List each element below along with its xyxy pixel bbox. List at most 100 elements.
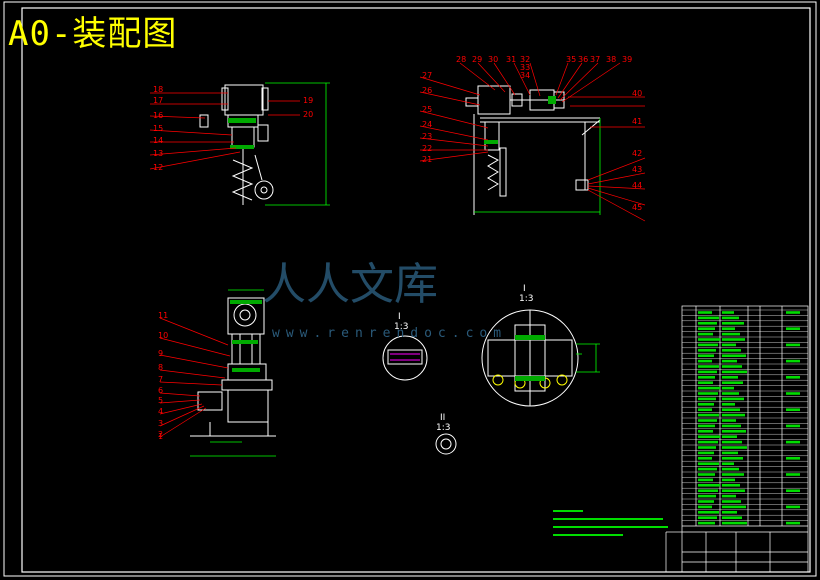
parts-list-cell-name bbox=[698, 419, 717, 422]
parts-list-cell-name bbox=[698, 489, 718, 492]
view-top-left-leaders bbox=[149, 92, 300, 170]
parts-list-cell-note bbox=[786, 457, 800, 460]
detail-view-large bbox=[481, 309, 579, 407]
parts-list-cell-material bbox=[722, 349, 741, 352]
view-bottom-left bbox=[190, 297, 276, 437]
parts-list-cell-name bbox=[698, 354, 714, 357]
detail-label-1: I bbox=[398, 312, 401, 322]
parts-list-cell-material bbox=[722, 322, 744, 325]
parts-list-cell-note bbox=[786, 376, 800, 379]
part-number-3: 3 bbox=[158, 419, 163, 428]
part-number-15: 15 bbox=[153, 124, 163, 133]
parts-list-cell-note bbox=[786, 473, 800, 476]
parts-list-cell-material bbox=[722, 376, 738, 379]
parts-list-cell-note bbox=[786, 359, 800, 363]
part-number-42: 42 bbox=[632, 149, 642, 158]
detail-label-3: I bbox=[523, 284, 526, 294]
parts-list-rows bbox=[682, 309, 808, 521]
parts-list-cell-name bbox=[698, 494, 716, 498]
parts-list-cell-name bbox=[698, 359, 712, 363]
part-number-20: 20 bbox=[303, 110, 313, 119]
view-top-right-leaders bbox=[419, 62, 646, 222]
watermark-url: www.renrendoc.com bbox=[272, 326, 508, 341]
parts-list-cell-material bbox=[722, 424, 741, 428]
part-number-8: 8 bbox=[158, 363, 163, 372]
part-number-28: 28 bbox=[456, 55, 466, 64]
outer-frame bbox=[3, 1, 817, 577]
parts-list-cell-material bbox=[722, 370, 747, 374]
parts-list-cell-material bbox=[722, 478, 735, 482]
part-number-39: 39 bbox=[622, 55, 632, 64]
parts-list-cell-material bbox=[722, 381, 743, 384]
parts-list-cell-name bbox=[698, 440, 718, 444]
parts-list-cell-material bbox=[722, 521, 747, 525]
parts-list-cell-name bbox=[698, 505, 712, 509]
parts-list-cell-name bbox=[698, 338, 720, 341]
parts-list-cell-material bbox=[722, 440, 742, 444]
technical-notes bbox=[553, 510, 668, 536]
parts-list-cell-name bbox=[698, 511, 719, 514]
part-number-29: 29 bbox=[472, 55, 482, 64]
parts-list-cell-material bbox=[722, 500, 741, 503]
part-number-1: 1 bbox=[158, 432, 163, 441]
parts-list-cell-material bbox=[722, 430, 746, 433]
parts-list-cell-note bbox=[786, 311, 800, 314]
part-number-41: 41 bbox=[632, 117, 642, 126]
part-number-2: 2 bbox=[158, 430, 163, 439]
parts-list-cell-note bbox=[786, 489, 800, 492]
view-top-right bbox=[465, 85, 601, 215]
part-number-36: 36 bbox=[578, 55, 588, 64]
part-number-35: 35 bbox=[566, 55, 576, 64]
parts-list-cell-name bbox=[698, 386, 720, 390]
parts-list-cell-name bbox=[698, 467, 717, 471]
parts-list-cell-name bbox=[698, 332, 713, 336]
detail-view-small bbox=[382, 335, 428, 381]
parts-list-cell-name bbox=[698, 365, 719, 368]
parts-list-cell-name bbox=[698, 413, 719, 417]
parts-list-cell-name bbox=[698, 343, 718, 347]
part-number-44: 44 bbox=[632, 181, 642, 190]
parts-list-cell-name bbox=[698, 397, 716, 401]
part-number-30: 30 bbox=[488, 55, 498, 64]
parts-list-fill bbox=[698, 311, 800, 525]
parts-list-cell-material bbox=[722, 386, 734, 390]
view-bottom-left-dims bbox=[190, 289, 276, 457]
parts-list-cell-material bbox=[722, 397, 744, 401]
part-number-4: 4 bbox=[158, 407, 163, 416]
parts-list-cell-name bbox=[698, 381, 713, 384]
part-number-13: 13 bbox=[153, 149, 163, 158]
part-number-45: 45 bbox=[632, 203, 642, 212]
view-top-left bbox=[199, 84, 274, 205]
drawing-title: A0-装配图 bbox=[8, 14, 178, 54]
part-number-37: 37 bbox=[590, 55, 600, 64]
parts-list-cell-material bbox=[722, 343, 736, 347]
parts-list-cell-name bbox=[698, 322, 717, 325]
detail-view-large-dims bbox=[515, 335, 600, 381]
parts-list-cell-note bbox=[786, 408, 800, 411]
parts-list-cell-name bbox=[698, 521, 715, 525]
watermark-logo: 人人文库 bbox=[262, 259, 438, 310]
parts-list-cell-note bbox=[786, 392, 800, 395]
parts-list-cell-material bbox=[722, 451, 738, 455]
parts-list-cell-material bbox=[722, 332, 740, 336]
parts-list-cell-name bbox=[698, 392, 718, 395]
parts-list-cell-name bbox=[698, 327, 715, 330]
parts-list-cell-name bbox=[698, 446, 716, 449]
parts-list-cell-note bbox=[786, 440, 800, 444]
part-number-43: 43 bbox=[632, 165, 642, 174]
parts-list-cell-material bbox=[722, 505, 746, 509]
parts-list-cell-material bbox=[722, 311, 734, 314]
detail-scale-3: 1:3 bbox=[519, 294, 534, 304]
part-number-5: 5 bbox=[158, 396, 163, 405]
parts-list-cell-material bbox=[722, 419, 736, 422]
part-number-9: 9 bbox=[158, 349, 163, 358]
parts-list-cell-note bbox=[786, 327, 800, 330]
part-number-16: 16 bbox=[153, 111, 163, 120]
part-number-26: 26 bbox=[422, 86, 432, 95]
part-number-23: 23 bbox=[422, 132, 432, 141]
parts-list-cell-material bbox=[722, 494, 736, 498]
part-number-32: 32 bbox=[520, 55, 530, 64]
parts-list-cell-note bbox=[786, 521, 800, 525]
